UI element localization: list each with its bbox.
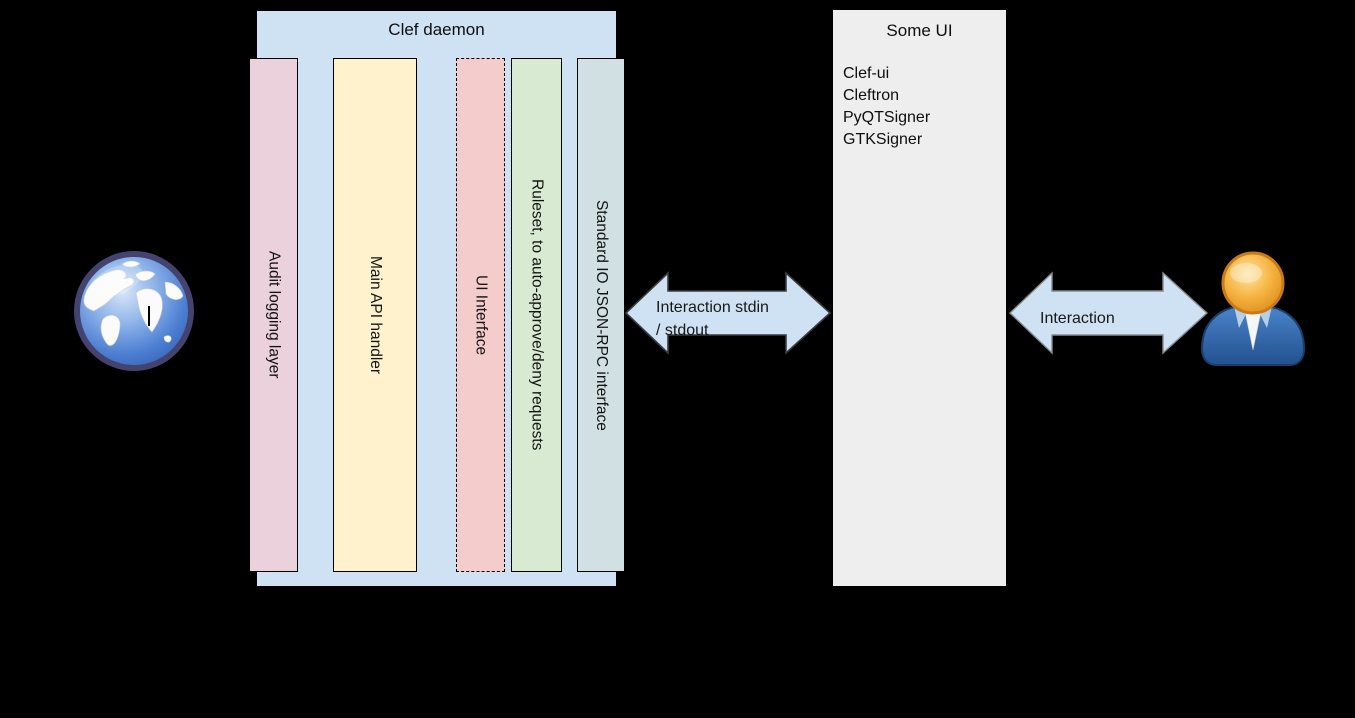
bar-stdio-label: Standard IO JSON-RPC interface [593, 199, 610, 431]
user-arrow-label: Interaction [1040, 310, 1115, 327]
some-ui-title: Some UI [886, 21, 953, 40]
list-item-cleftron: Cleftron [843, 87, 900, 104]
user-person-icon [1200, 251, 1306, 366]
stdio-arrow-label-line2: / stdout [656, 322, 709, 339]
stdio-arrow-label-line1: Interaction stdin [656, 299, 769, 316]
some-ui-box [832, 9, 1007, 587]
bar-audit-label: Audit logging layer [265, 251, 283, 379]
bar-ui-label: UI Interface [472, 274, 490, 356]
stdio-interaction-arrow [624, 271, 832, 355]
user-interaction-arrow [1008, 271, 1209, 355]
bar-api-label: Main API handler [367, 255, 384, 375]
list-item-clef-ui: Clef-ui [843, 65, 890, 82]
bar-ruleset: Ruleset, to auto-approve/deny requests [511, 58, 562, 572]
bar-main-api-handler: Main API handler [333, 58, 417, 572]
some-ui-list: Clef-ui Cleftron PyQTSigner GTKSigner [843, 63, 1003, 151]
clef-daemon-title: Clef daemon [388, 20, 485, 39]
clef-daemon-box [256, 10, 617, 587]
stdio-arrow-label: Interaction stdin / stdout [656, 296, 769, 342]
list-item-gtksigner: GTKSigner [843, 131, 923, 148]
bar-stdio-jsonrpc: Standard IO JSON-RPC interface [577, 58, 625, 572]
bar-ui-interface: UI Interface [456, 58, 505, 572]
bar-ruleset-label: Ruleset, to auto-approve/deny requests [528, 179, 546, 451]
globe-icon [74, 251, 194, 371]
list-item-pyqtsigner: PyQTSigner [843, 109, 931, 126]
bar-audit-logging-layer: Audit logging layer [249, 58, 298, 572]
